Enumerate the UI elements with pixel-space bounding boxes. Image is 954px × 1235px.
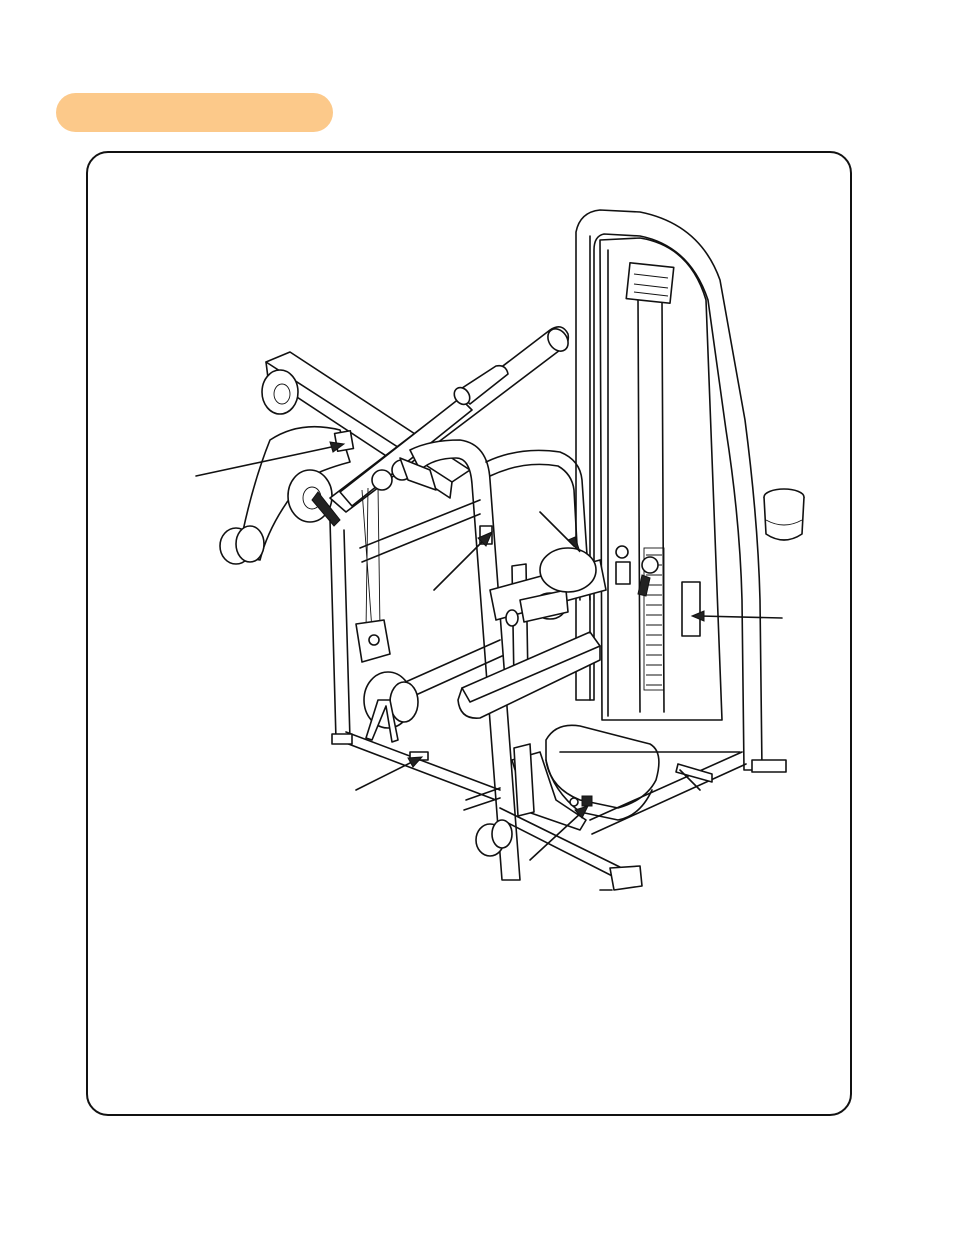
logo-placard [625, 261, 675, 305]
seat-cushion [545, 724, 660, 809]
callout-arrow-cam-decal [195, 441, 346, 477]
thigh-pad [457, 631, 601, 719]
selector-pin [637, 574, 651, 597]
callout-arrow-base-decal [355, 756, 424, 791]
rear-crossbar [359, 499, 503, 743]
seat [511, 724, 660, 831]
weight-stack-tower [575, 209, 805, 773]
figure-frame [86, 151, 852, 1116]
section-header-pill [56, 93, 333, 132]
callout-arrow-upright-decal [433, 531, 493, 591]
callout-arrow-tower-decal [690, 610, 783, 622]
weight-plates [643, 547, 665, 691]
base-frame [331, 731, 747, 891]
callout-arrows [195, 441, 783, 861]
upper-frame [219, 351, 471, 741]
seat-adjust-knob [581, 795, 593, 807]
thigh-pad-assembly [457, 547, 607, 719]
callout-arrow-back-arch [539, 511, 581, 553]
cup-holder [763, 488, 805, 541]
cable-system [355, 457, 437, 663]
instruction-decal-right [681, 581, 701, 637]
callout-arrow-seat-decal [529, 805, 589, 861]
